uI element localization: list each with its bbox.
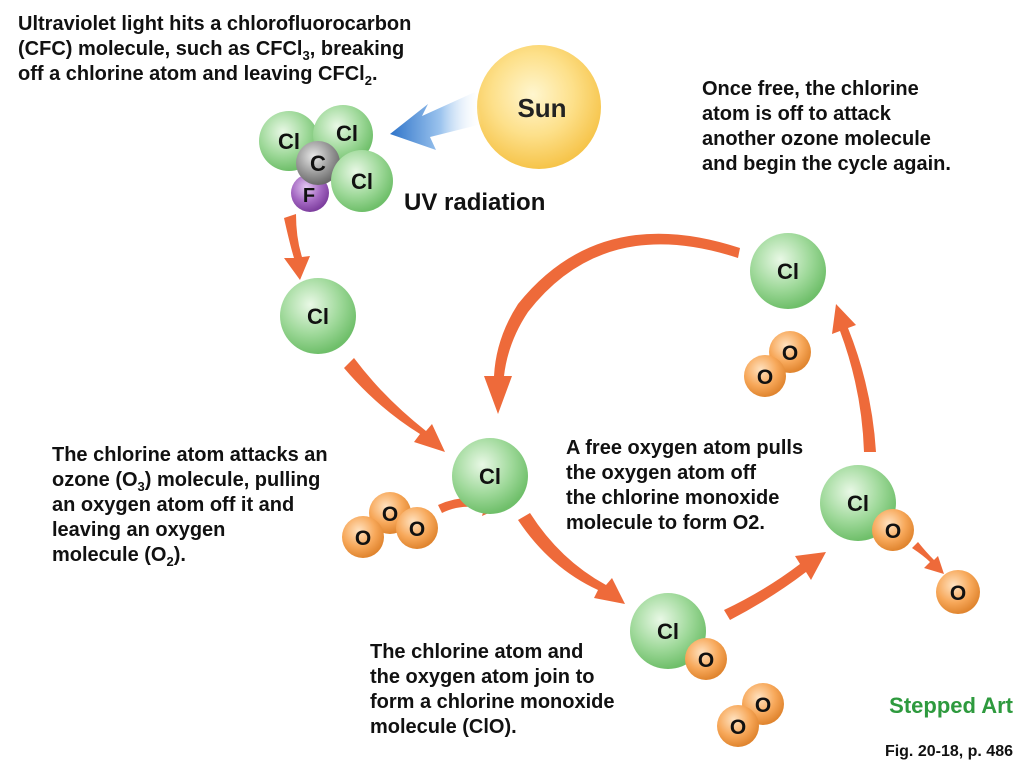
ozone-molecule: O O O: [342, 492, 438, 558]
svg-text:Cl: Cl: [657, 619, 679, 644]
oxygen-atom: [342, 516, 384, 558]
oxygen-atom: [744, 355, 786, 397]
svg-text:Cl: Cl: [479, 464, 501, 489]
svg-text:Cl: Cl: [351, 169, 373, 194]
svg-text:Cl: Cl: [307, 304, 329, 329]
arrow-cycle-return: [484, 233, 740, 414]
svg-text:F: F: [303, 185, 315, 207]
svg-text:O: O: [757, 366, 773, 389]
arrow-chlorine-to-attack: [344, 358, 445, 452]
free-oxygen-atom: O: [936, 570, 980, 614]
svg-text:Cl: Cl: [777, 259, 799, 284]
arrow-attack-to-clo: [518, 513, 625, 604]
uv-radiation-arrow: [390, 92, 482, 150]
uv-radiation-label: UV radiation: [404, 189, 545, 216]
chlorine-atom: [331, 150, 393, 212]
arrow-cfc-to-chlorine: [284, 214, 310, 280]
svg-text:C: C: [310, 151, 326, 176]
oxygen-atom: [396, 507, 438, 549]
attacking-chlorine-atom: Cl: [452, 438, 528, 514]
reaction-arrows: [284, 214, 944, 620]
oxygen-molecule: O O: [744, 331, 811, 397]
svg-text:Cl: Cl: [336, 121, 358, 146]
svg-text:O: O: [355, 527, 371, 550]
svg-text:O: O: [755, 694, 771, 717]
arrow-clo-to-oxygen: [724, 552, 826, 620]
svg-text:O: O: [730, 716, 746, 739]
svg-text:O: O: [782, 342, 798, 365]
oxygen-molecule: O O: [717, 683, 784, 747]
sun-label: Sun: [517, 93, 566, 123]
oxygen-atom: [717, 705, 759, 747]
svg-text:O: O: [409, 518, 425, 541]
cfc-molecule: Cl Cl C F Cl: [259, 105, 393, 212]
figure-reference: Fig. 20-18, p. 486: [885, 743, 1013, 760]
oxygen-atom: [685, 638, 727, 680]
sun: [477, 45, 601, 169]
chlorine-monoxide-molecule: Cl O: [820, 465, 914, 551]
arrow-cycle-up: [832, 304, 876, 452]
chlorine-atom: [630, 593, 706, 669]
svg-text:O: O: [698, 649, 714, 672]
chlorine-monoxide-molecule: Cl O: [630, 593, 727, 680]
stepped-art-label: Stepped Art: [889, 693, 1014, 718]
carbon-atom: [296, 141, 340, 185]
svg-text:O: O: [885, 520, 901, 543]
caption-uv-hits-cfc: Ultraviolet light hits a chlorofluorocar…: [18, 13, 412, 88]
svg-text:O: O: [950, 582, 966, 605]
svg-text:Cl: Cl: [847, 491, 869, 516]
regenerated-chlorine-atom: Cl: [750, 233, 826, 309]
arrow-oxygen-release: [912, 542, 944, 574]
oxygen-atom: [872, 509, 914, 551]
free-chlorine-atom: Cl: [280, 278, 356, 354]
svg-text:O: O: [382, 503, 398, 526]
svg-text:Cl: Cl: [278, 129, 300, 154]
